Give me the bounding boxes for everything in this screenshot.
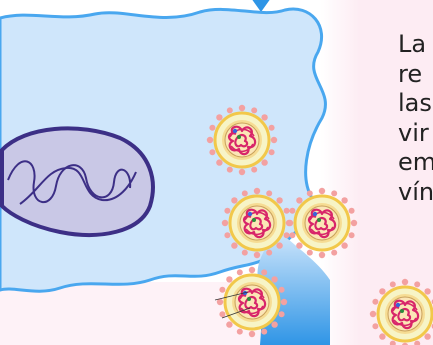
caption-line-1: La [398,30,433,60]
virion-icon [222,188,292,258]
caption-line-3: las [398,89,433,119]
caption-line-6: vín [398,178,433,208]
caption-line-4: vir [398,119,433,149]
caption-text: La re las vir em vín [398,30,433,207]
caption-line-2: re [398,60,433,90]
virion-icon [207,105,277,175]
arrow-tip [251,0,271,12]
caption-line-5: em [398,148,433,178]
virion-icon [217,267,287,337]
virion-icon [287,188,357,258]
